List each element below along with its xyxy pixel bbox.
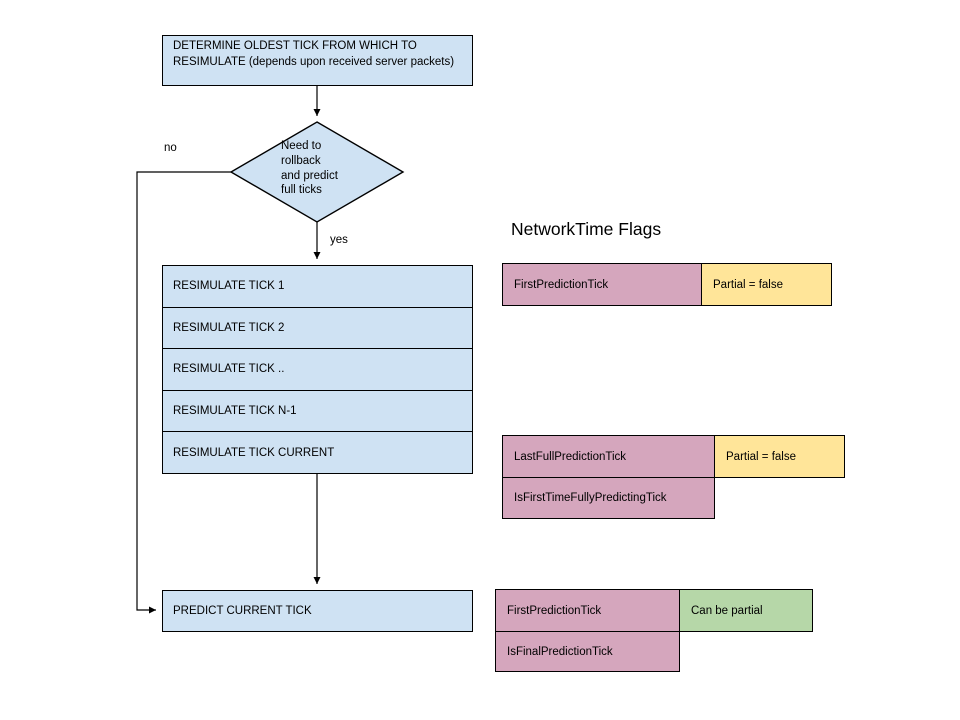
decision-label: Need to rollback and predict full ticks (281, 139, 338, 198)
flow-node-resimulate-tick-n-1: RESIMULATE TICK N-1 (163, 389, 472, 432)
flags-panel-title: NetworkTime Flags (511, 219, 662, 239)
decision-label-line: Need to (281, 140, 322, 152)
flow-node-predict-current-tick: PREDICT CURRENT TICK (162, 590, 473, 632)
flag-box-last-full-prediction-tick: LastFullPredictionTick (502, 435, 715, 478)
flow-node-resimulate-tick-1: RESIMULATE TICK 1 (173, 280, 285, 293)
decision-label-line: full ticks (281, 184, 322, 197)
flag-box-first-prediction-tick: FirstPredictionTick (502, 263, 702, 306)
flow-node-resimulate-tick-current: RESIMULATE TICK CURRENT (163, 431, 472, 473)
branch-label-yes: yes (330, 234, 348, 246)
arrow-decision-no-to-predict (136, 171, 231, 614)
flag-box-is-first-time-fully-predicting-tick: IsFirstTimeFullyPredictingTick (502, 477, 715, 519)
decision-label-line: rollback (281, 154, 321, 167)
flow-node-determine-oldest-tick: DETERMINE OLDEST TICK FROM WHICH TO RESI… (162, 35, 473, 86)
resimulate-stack: RESIMULATE TICK 1 RESIMULATE TICK 2 RESI… (162, 265, 473, 474)
branch-label-no: no (164, 142, 177, 154)
flag-box-is-final-prediction-tick: IsFinalPredictionTick (495, 631, 680, 672)
note-box-partial-false: Partial = false (701, 263, 832, 306)
note-box-can-be-partial: Can be partial (679, 589, 813, 632)
flow-node-resimulate-tick-dots: RESIMULATE TICK .. (163, 348, 472, 390)
decision-label-line: and predict (281, 169, 338, 182)
note-box-partial-false: Partial = false (714, 435, 845, 478)
flow-node-resimulate-tick-2: RESIMULATE TICK 2 (163, 306, 472, 349)
flag-box-first-prediction-tick: FirstPredictionTick (495, 589, 680, 632)
